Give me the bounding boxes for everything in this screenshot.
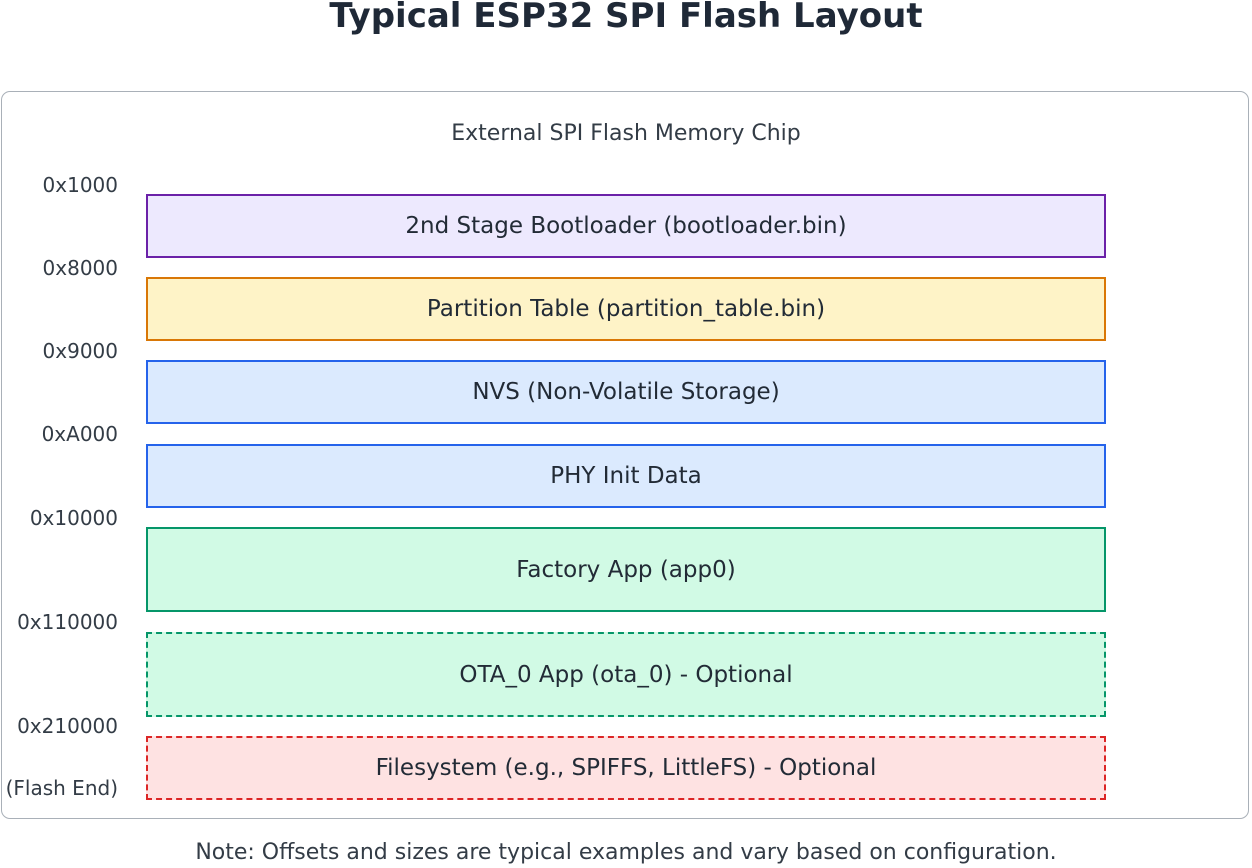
partition-bootloader: 2nd Stage Bootloader (bootloader.bin) xyxy=(146,194,1106,258)
address-label-partition-table: 0x8000 xyxy=(42,256,118,280)
partition-filesystem: Filesystem (e.g., SPIFFS, LittleFS) - Op… xyxy=(146,736,1106,800)
partition-ota-0: OTA_0 App (ota_0) - Optional xyxy=(146,632,1106,717)
flash-end-label: (Flash End) xyxy=(5,776,118,800)
configuration-note: Note: Offsets and sizes are typical exam… xyxy=(195,840,1057,865)
address-label-nvs: 0x9000 xyxy=(42,339,118,363)
address-label-ota-0: 0x110000 xyxy=(17,610,118,634)
address-label-phy-init: 0xA000 xyxy=(41,422,118,446)
flash-chip-container xyxy=(1,91,1249,819)
partition-table: Partition Table (partition_table.bin) xyxy=(146,277,1106,341)
address-label-filesystem: 0x210000 xyxy=(17,714,118,738)
address-label-bootloader: 0x1000 xyxy=(42,173,118,197)
flash-chip-label: External SPI Flash Memory Chip xyxy=(451,121,801,146)
partition-nvs: NVS (Non-Volatile Storage) xyxy=(146,360,1106,424)
partition-phy-init: PHY Init Data xyxy=(146,444,1106,508)
address-label-factory-app: 0x10000 xyxy=(29,506,118,530)
diagram-title: Typical ESP32 SPI Flash Layout xyxy=(329,0,923,36)
partition-factory-app: Factory App (app0) xyxy=(146,527,1106,612)
